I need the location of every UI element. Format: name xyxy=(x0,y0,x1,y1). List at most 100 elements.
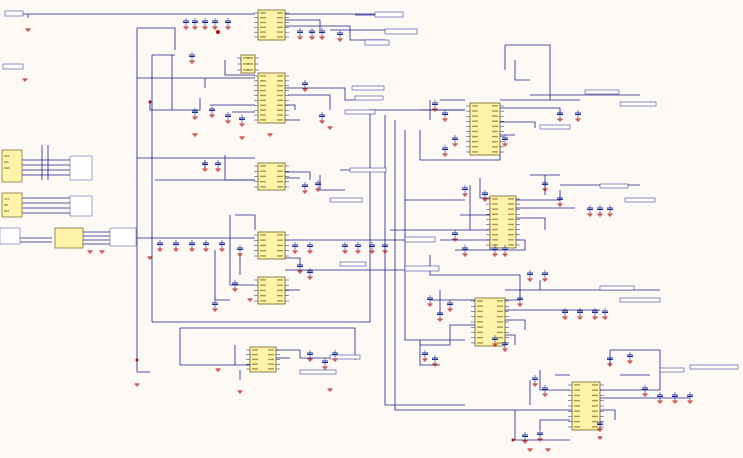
capacitor xyxy=(202,18,208,26)
ground-symbol xyxy=(562,316,568,320)
capacitor xyxy=(537,430,543,438)
capacitor xyxy=(517,295,523,303)
capacitor xyxy=(307,350,313,358)
ground-symbol xyxy=(302,88,308,92)
ground-symbol xyxy=(173,248,179,252)
ground-symbol xyxy=(202,26,208,30)
ground-symbol xyxy=(232,288,238,292)
ground-symbol xyxy=(202,168,208,172)
capacitor xyxy=(542,385,548,393)
capacitor xyxy=(607,205,613,213)
ground-symbol xyxy=(642,393,648,397)
ground-symbol xyxy=(607,213,613,217)
ic-chips xyxy=(237,9,604,431)
ground-symbol xyxy=(437,318,443,322)
capacitor xyxy=(322,358,328,366)
ic-u6 xyxy=(246,346,280,373)
ground-symbol xyxy=(87,250,93,254)
capacitor xyxy=(315,180,321,188)
ic-u5 xyxy=(254,276,289,305)
capacitor xyxy=(189,240,195,248)
ground-symbol xyxy=(527,448,533,452)
capacitor xyxy=(192,18,198,26)
ground-symbol xyxy=(315,188,321,192)
capacitor xyxy=(215,160,221,168)
ground-symbol xyxy=(215,368,221,372)
capacitor xyxy=(307,242,313,250)
capacitor xyxy=(297,262,303,270)
capacitor xyxy=(202,160,208,168)
wires xyxy=(8,13,690,441)
capacitor xyxy=(482,190,488,198)
ground-symbol xyxy=(203,248,209,252)
capacitor xyxy=(442,110,448,118)
ground-symbol xyxy=(422,358,428,362)
ground-symbol xyxy=(597,436,603,440)
capacitor xyxy=(225,112,231,120)
capacitor xyxy=(309,28,315,36)
capacitor xyxy=(577,308,583,316)
capacitor xyxy=(212,18,218,26)
ground-symbol xyxy=(452,143,458,147)
capacitor xyxy=(462,185,468,193)
capacitor xyxy=(557,110,563,118)
capacitor xyxy=(597,420,603,428)
ground-symbol xyxy=(447,308,453,312)
ground-symbol xyxy=(239,136,245,140)
ground-symbol xyxy=(527,278,533,282)
capacitor xyxy=(203,240,209,248)
capacitor xyxy=(642,385,648,393)
ic-u3 xyxy=(254,162,289,191)
capacitor xyxy=(422,350,428,358)
ground-symbol xyxy=(557,118,563,122)
ground-symbol xyxy=(597,428,603,432)
ic-u10 xyxy=(568,381,604,431)
ground-symbol xyxy=(192,26,198,30)
ground-symbol xyxy=(332,358,338,362)
ground-symbol xyxy=(134,383,140,387)
capacitor xyxy=(502,245,508,253)
ground-symbol xyxy=(532,383,538,387)
ground-symbol xyxy=(189,248,195,252)
test-points xyxy=(135,30,515,442)
hdr-label-0: SDA xyxy=(4,154,10,158)
capacitor xyxy=(557,195,563,203)
ground-symbol xyxy=(369,250,375,254)
ground-symbol xyxy=(25,28,31,32)
ic-u4 xyxy=(254,231,289,260)
ground-symbol xyxy=(219,248,225,252)
ground-symbol xyxy=(192,116,198,120)
ground-symbol xyxy=(209,114,215,118)
capacitor xyxy=(627,352,633,360)
ground-symbol xyxy=(297,270,303,274)
capacitor xyxy=(355,242,361,250)
capacitor xyxy=(297,28,303,36)
net-labels xyxy=(2,10,739,375)
capacitor xyxy=(232,280,238,288)
capacitor xyxy=(452,135,458,143)
ground-symbol xyxy=(319,36,325,40)
ground-symbol xyxy=(592,316,598,320)
capacitor xyxy=(452,230,458,238)
capacitor xyxy=(219,240,225,248)
ground-symbol xyxy=(327,388,333,392)
ground-symbol xyxy=(502,253,508,257)
capacitor xyxy=(183,18,189,26)
ground-symbol xyxy=(322,366,328,370)
capacitor xyxy=(337,30,343,38)
capacitor xyxy=(587,205,593,213)
capacitor xyxy=(687,392,693,400)
capacitor xyxy=(602,308,608,316)
ground-symbol xyxy=(442,153,448,157)
ground-symbol xyxy=(157,248,163,252)
ground-symbol xyxy=(237,253,243,257)
capacitor xyxy=(492,335,498,343)
ground-symbol xyxy=(307,358,313,362)
ground-symbol xyxy=(492,253,498,257)
ground-symbol xyxy=(189,60,195,64)
ground-symbol xyxy=(542,188,548,192)
capacitor xyxy=(502,340,508,348)
ground-symbol xyxy=(267,133,273,137)
capacitor xyxy=(575,110,581,118)
ground-symbol xyxy=(657,400,663,404)
